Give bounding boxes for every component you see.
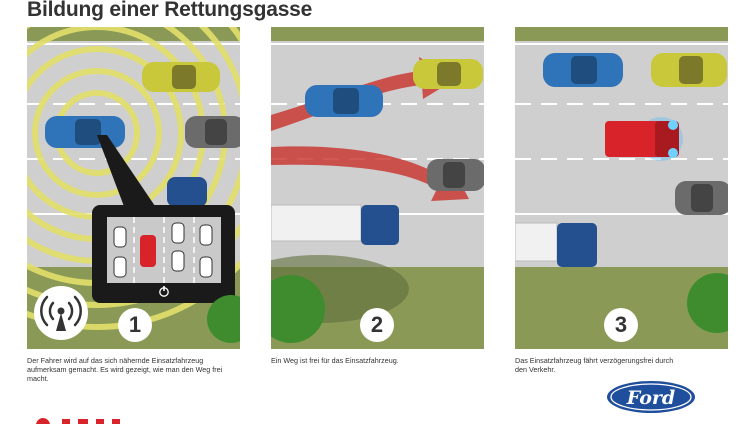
arrow-right-lane (271, 146, 469, 201)
antenna-signal-icon (34, 286, 88, 340)
car-gray (675, 181, 728, 215)
car-gray (185, 116, 240, 148)
car-blue (543, 53, 623, 87)
step-1-caption: Der Fahrer wird auf das sich nähernde Ei… (27, 356, 223, 383)
page-title: Bildung einer Rettungsgasse (27, 0, 313, 21)
car-yellow (413, 59, 483, 89)
truck (271, 204, 399, 245)
car-blue (305, 85, 383, 117)
step-3-caption: Das Einsatzfahrzeug fährt verzögerungsfr… (515, 356, 674, 374)
ambulance (605, 117, 683, 161)
step-2-panel (271, 27, 484, 349)
step-3-number: 3 (604, 308, 638, 342)
step-1-number: 1 (118, 308, 152, 342)
step-2-caption: Ein Weg ist frei für das Einsatzfahrzeug… (271, 356, 399, 365)
car-yellow (651, 53, 727, 87)
car-yellow (142, 62, 220, 92)
display-pointer (97, 135, 157, 209)
in-car-display (92, 205, 235, 303)
car-blue (45, 116, 125, 148)
step-1-panel (27, 27, 240, 349)
ford-logo: Ford (606, 380, 696, 419)
hedge (271, 275, 325, 343)
step-2-number: 2 (360, 308, 394, 342)
red-brand-mark (34, 411, 124, 429)
hedge (207, 295, 240, 343)
truck (515, 222, 597, 267)
car-gray (427, 159, 484, 191)
hedge (687, 273, 728, 333)
ford-logo-text: Ford (626, 387, 675, 409)
car-dark-blue (167, 177, 207, 207)
power-icon (159, 286, 169, 297)
step-3-panel (515, 27, 728, 349)
